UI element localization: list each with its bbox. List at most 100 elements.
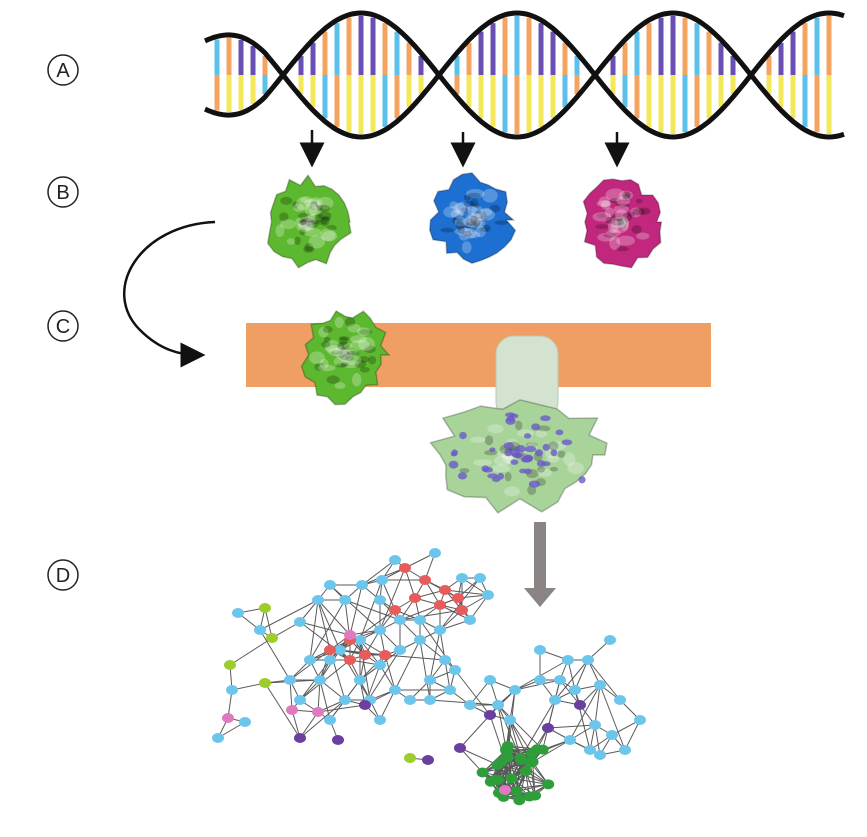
network-node xyxy=(524,757,537,768)
network-node xyxy=(589,720,601,730)
network-node xyxy=(374,660,386,670)
network-node xyxy=(359,700,371,710)
network-node xyxy=(510,786,523,797)
network-node xyxy=(374,715,386,725)
network-node xyxy=(314,675,326,685)
network-node xyxy=(312,707,324,717)
network-node xyxy=(499,785,511,795)
network-node xyxy=(505,773,518,784)
network-node xyxy=(394,615,406,625)
network-node xyxy=(212,733,224,743)
network-node xyxy=(574,700,586,710)
network-node xyxy=(562,655,574,665)
svg-text:B: B xyxy=(56,182,69,204)
network-node xyxy=(266,633,278,643)
membrane-green-protein-icon xyxy=(300,309,391,406)
network-node xyxy=(254,625,266,635)
network-node xyxy=(584,745,596,755)
network-node xyxy=(376,575,388,585)
network-node xyxy=(294,617,306,627)
network-node xyxy=(422,755,434,765)
network-node xyxy=(356,580,368,590)
network-node xyxy=(344,655,356,665)
network-node xyxy=(324,580,336,590)
interaction-network-icon xyxy=(212,548,646,806)
network-node xyxy=(549,695,561,705)
network-node xyxy=(452,593,464,603)
network-node xyxy=(564,735,576,745)
network-node xyxy=(294,695,306,705)
network-node xyxy=(332,735,344,745)
network-node xyxy=(304,655,316,665)
network-node xyxy=(569,685,581,695)
network-node xyxy=(513,795,526,806)
network-node xyxy=(312,595,324,605)
network-nodes xyxy=(212,548,646,806)
dna-double-helix-icon xyxy=(204,10,845,140)
network-node xyxy=(334,645,346,655)
network-node xyxy=(419,575,431,585)
network-node xyxy=(619,745,631,755)
network-node xyxy=(484,710,496,720)
network-node xyxy=(500,746,513,757)
network-node xyxy=(492,700,504,710)
network-node xyxy=(542,723,554,733)
network-node xyxy=(414,615,426,625)
network-node xyxy=(594,750,606,760)
network-node xyxy=(404,695,416,705)
network-node xyxy=(394,645,406,655)
network-node xyxy=(354,635,366,645)
network-node xyxy=(324,655,336,665)
protein-magenta-icon xyxy=(582,178,663,269)
network-node xyxy=(409,593,421,603)
network-node xyxy=(534,675,546,685)
network-node xyxy=(476,767,489,778)
network-node xyxy=(509,685,521,695)
network-node xyxy=(222,713,234,723)
network-node xyxy=(456,573,468,583)
network-node xyxy=(339,595,351,605)
network-node xyxy=(582,655,594,665)
network-node xyxy=(232,608,244,618)
network-node xyxy=(434,625,446,635)
network-node xyxy=(429,548,441,558)
network-node xyxy=(434,600,446,610)
expression-arrows xyxy=(299,130,630,168)
network-node xyxy=(404,753,416,763)
step-label-c: C xyxy=(47,310,79,342)
network-node xyxy=(374,595,386,605)
network-node xyxy=(374,625,386,635)
network-node xyxy=(614,695,626,705)
network-node xyxy=(399,563,411,573)
network-node xyxy=(604,635,616,645)
network-node xyxy=(519,766,532,777)
network-node xyxy=(594,680,606,690)
network-node xyxy=(259,603,271,613)
protein-complex-icon xyxy=(429,399,608,514)
network-node xyxy=(464,615,476,625)
network-node xyxy=(454,743,466,753)
network-node xyxy=(424,695,436,705)
network-node xyxy=(439,585,451,595)
localization-arrow xyxy=(122,220,216,368)
network-node xyxy=(542,779,555,790)
network-node xyxy=(464,700,476,710)
network-node xyxy=(439,655,451,665)
network-node xyxy=(554,675,566,685)
network-node xyxy=(226,685,238,695)
protein-row xyxy=(266,172,663,269)
svg-text:C: C xyxy=(56,316,70,338)
network-node xyxy=(531,744,544,755)
network-node xyxy=(504,715,516,725)
network-node xyxy=(606,730,618,740)
network-node xyxy=(424,675,436,685)
svg-text:A: A xyxy=(56,60,70,82)
membrane-protein-icon xyxy=(300,309,391,406)
network-node xyxy=(379,650,391,660)
protein-blue-icon xyxy=(428,172,517,265)
network-node xyxy=(534,645,546,655)
network-node xyxy=(414,635,426,645)
step-label-a: A xyxy=(47,54,79,86)
network-node xyxy=(224,660,236,670)
